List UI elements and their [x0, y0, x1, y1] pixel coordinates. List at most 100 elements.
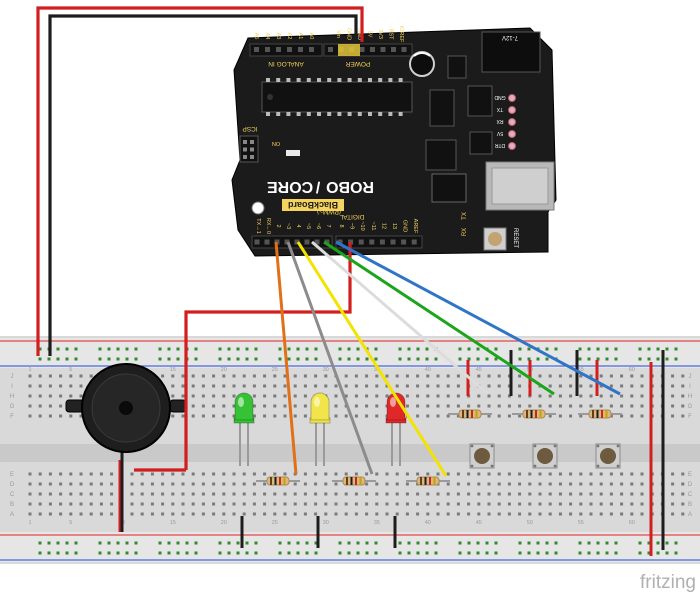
rail-hole: [407, 347, 411, 351]
hole: [28, 492, 32, 496]
hole: [487, 492, 491, 496]
hole: [518, 482, 522, 486]
hole: [548, 492, 552, 496]
hole: [161, 492, 165, 496]
rail-hole: [476, 357, 480, 361]
hole: [518, 374, 522, 378]
rail-hole: [476, 551, 480, 555]
rail-hole: [245, 541, 249, 545]
digital-pin-label: GND: [402, 220, 408, 232]
hole: [385, 502, 389, 506]
hole: [201, 472, 205, 476]
hole: [558, 374, 562, 378]
voltage-regulator: [467, 85, 493, 117]
rail-hole: [245, 551, 249, 555]
hole: [201, 512, 205, 516]
rail-hole: [416, 551, 420, 555]
pwm-label: (PWM~): [317, 208, 341, 215]
hole: [497, 472, 501, 476]
hole: [569, 512, 573, 516]
hole: [212, 374, 216, 378]
hole: [283, 512, 287, 516]
hole: [110, 472, 114, 476]
hole: [314, 384, 318, 388]
rail-hole: [656, 551, 660, 555]
column-number: 1: [28, 367, 31, 373]
hole: [640, 482, 644, 486]
rail-hole: [47, 541, 51, 545]
rail-hole: [614, 347, 618, 351]
hole: [620, 374, 624, 378]
rail-hole: [605, 551, 609, 555]
analog-pin-label: A4: [264, 33, 270, 40]
hole: [181, 512, 185, 516]
hole: [334, 414, 338, 418]
rail-hole: [227, 347, 231, 351]
hole: [507, 414, 511, 418]
hole: [456, 384, 460, 388]
hole: [365, 374, 369, 378]
hole: [293, 374, 297, 378]
rail-hole: [116, 357, 120, 361]
center-channel: [0, 444, 700, 462]
hole: [48, 384, 52, 388]
hole: [150, 512, 154, 516]
hole: [263, 374, 267, 378]
rail-hole: [527, 551, 531, 555]
rail-hole: [218, 551, 222, 555]
rail-hole: [116, 347, 120, 351]
rail-hole: [494, 551, 498, 555]
rail-hole: [545, 551, 549, 555]
hole: [263, 472, 267, 476]
hole: [548, 414, 552, 418]
rail-hole: [287, 347, 291, 351]
hole: [365, 502, 369, 506]
hole: [507, 404, 511, 408]
hole: [487, 472, 491, 476]
hole: [252, 384, 256, 388]
hole: [201, 404, 205, 408]
hole: [222, 512, 226, 516]
reset-label: RESET: [512, 228, 518, 248]
hole: [599, 394, 603, 398]
rail-hole: [74, 357, 78, 361]
rail-hole: [167, 347, 171, 351]
hole: [456, 414, 460, 418]
hole: [507, 482, 511, 486]
hole: [28, 374, 32, 378]
rail-hole: [107, 357, 111, 361]
mounting-hole: [251, 201, 265, 215]
rail-hole: [287, 551, 291, 555]
hole: [181, 384, 185, 388]
digital-pin-label: AREF: [412, 219, 418, 234]
hole: [456, 492, 460, 496]
hole: [609, 394, 613, 398]
hole: [89, 374, 93, 378]
hole: [344, 394, 348, 398]
hole: [609, 512, 613, 516]
hole: [222, 492, 226, 496]
hole: [446, 414, 450, 418]
hole: [48, 374, 52, 378]
row-letter: H: [10, 394, 14, 400]
digital-pin-label: 12: [380, 223, 386, 229]
hole: [456, 374, 460, 378]
hole: [375, 512, 379, 516]
hole: [681, 512, 685, 516]
led-green: [233, 392, 255, 466]
row-letter: I: [689, 384, 691, 390]
hole: [497, 404, 501, 408]
hole: [242, 374, 246, 378]
hole: [497, 512, 501, 516]
hole: [681, 482, 685, 486]
hole: [640, 374, 644, 378]
rail-hole: [98, 357, 102, 361]
hole: [528, 472, 532, 476]
hole: [263, 414, 267, 418]
hole: [620, 502, 624, 506]
hole: [212, 502, 216, 506]
rail-hole: [158, 357, 162, 361]
smd-chip: [429, 89, 455, 127]
rail-hole: [578, 551, 582, 555]
